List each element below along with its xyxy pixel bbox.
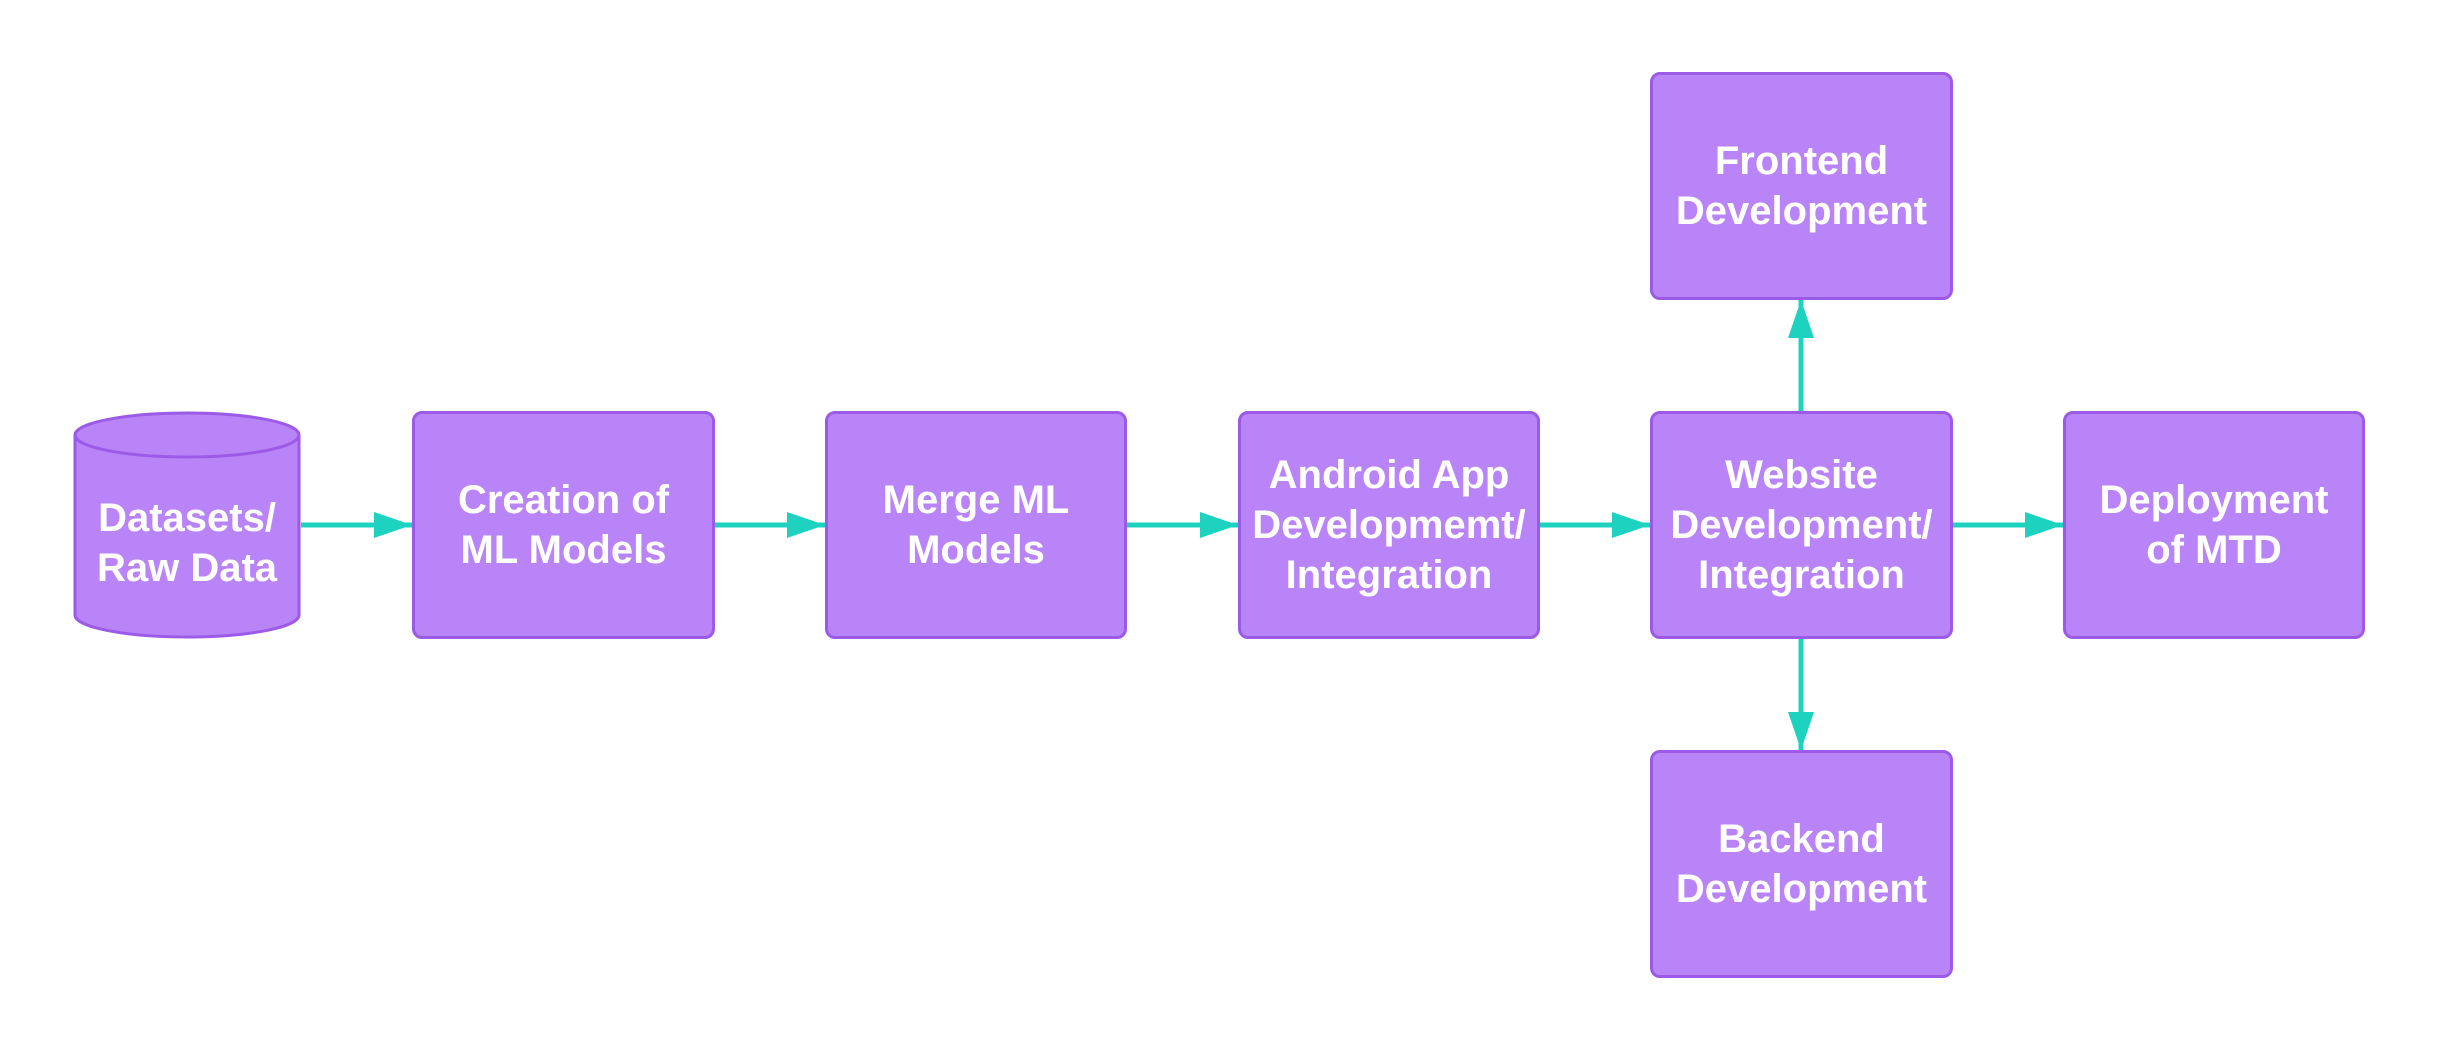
node-merge-label: Merge ML Models [882,478,1070,572]
node-merge: Merge ML Models [825,411,1127,639]
node-android-label: Android App Developmemt/ Integration [1252,453,1526,597]
node-backend: Backend Development [1650,750,1953,978]
node-deployment-label: Deployment of MTD [2099,478,2329,572]
node-datasets: Datasets/ Raw Data [73,411,301,639]
node-deployment: Deployment of MTD [2063,411,2365,639]
node-ml-models: Creation of ML Models [412,411,715,639]
node-website: Website Development/ Integration [1650,411,1953,639]
node-ml-models-label: Creation of ML Models [457,478,670,572]
node-frontend-label: Frontend Development [1675,139,1928,233]
node-frontend: Frontend Development [1650,72,1953,300]
node-website-label: Website Development/ Integration [1670,453,1933,597]
database-cylinder-shape [73,411,301,639]
node-datasets-label: Datasets/ Raw Data [96,496,278,590]
node-android: Android App Developmemt/ Integration [1238,411,1540,639]
node-backend-label: Backend Development [1675,817,1928,911]
